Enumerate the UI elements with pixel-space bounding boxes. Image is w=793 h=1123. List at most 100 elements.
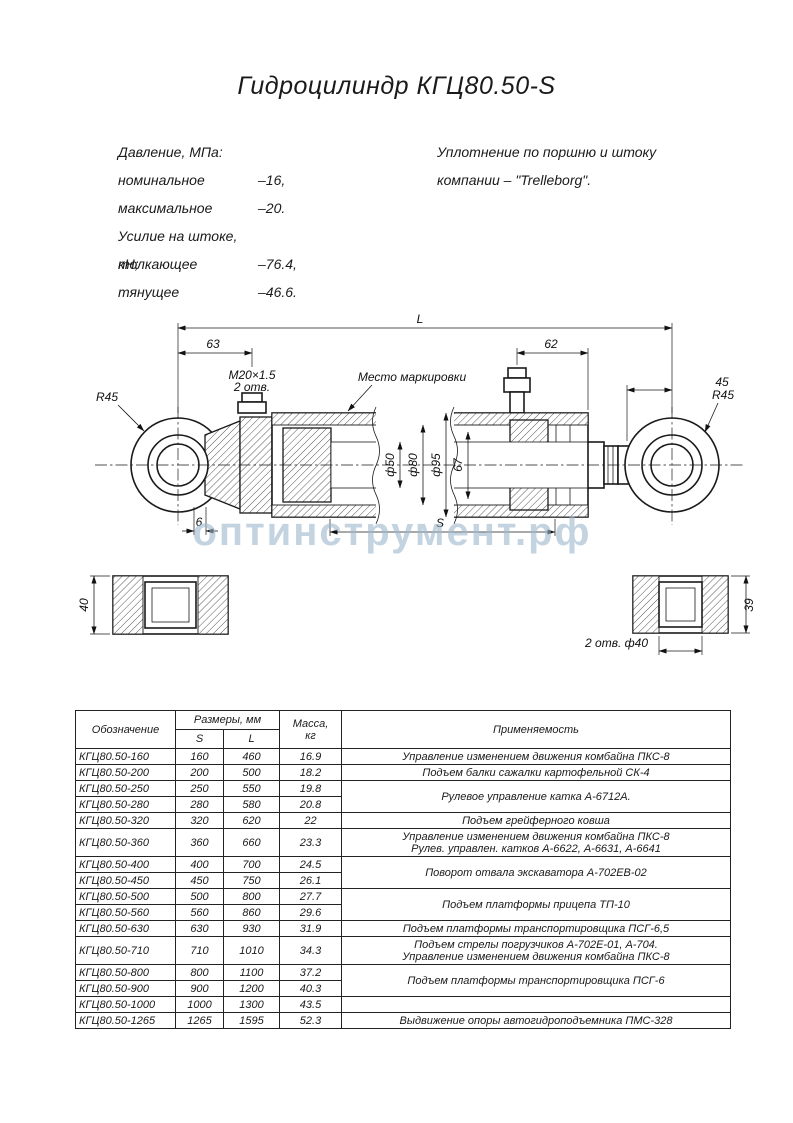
seal-note-line: Уплотнение по поршню и штоку — [437, 144, 657, 160]
thread-holes-label: 2 отв. — [233, 380, 270, 394]
spec-row: Давление, МПа: — [118, 138, 358, 166]
dim-l-cell: 500 — [223, 764, 280, 781]
dim-l-cell: 800 — [223, 888, 280, 905]
designation-cell: КГЦ80.50-450 — [75, 872, 176, 889]
thread-label: M20×1.5 — [228, 368, 275, 382]
designation-cell: КГЦ80.50-1265 — [75, 1012, 176, 1029]
mass-cell: 52.3 — [279, 1012, 342, 1029]
break-lines — [372, 406, 458, 524]
technical-drawing: L 63 62 45 M20×1.5 2 отв. Место маркиров… — [0, 295, 793, 695]
application-cell: Выдвижение опоры автогидроподъемника ПМС… — [341, 1012, 731, 1029]
application-cell: Управление изменением движения комбайна … — [341, 828, 731, 857]
application-cell: Подъем стрелы погрузчиков А-702Е-01, А-7… — [341, 936, 731, 965]
dim-s-cell: 320 — [175, 812, 224, 829]
right-eye-section: 39 2 отв. ф40 — [584, 575, 756, 655]
dim-weld: 6 — [196, 515, 203, 529]
dim-s-cell: 250 — [175, 780, 224, 797]
spec-label: номинальное — [118, 172, 205, 188]
centerlines — [95, 407, 745, 525]
application-cell: Подъем платформы прицепа ТП-10 — [341, 888, 731, 921]
designation-cell: КГЦ80.50-800 — [75, 964, 176, 981]
spec-label: Усилие на штоке, кН; — [118, 228, 238, 272]
dim-l-cell: 1595 — [223, 1012, 280, 1029]
dim-l-cell: 580 — [223, 796, 280, 813]
application-cell: Подъем балки сажалки картофельной СК-4 — [341, 764, 731, 781]
mass-cell: 20.8 — [279, 796, 342, 813]
spec-value: –76.4, — [258, 256, 297, 272]
application-cell: Управление изменением движения комбайна … — [341, 748, 731, 765]
radius-left-label: R45 — [96, 390, 118, 404]
header-l: L — [223, 729, 280, 749]
designation-cell: КГЦ80.50-630 — [75, 920, 176, 937]
application-cell: Рулевое управление катка А-6712А. — [341, 780, 731, 813]
spec-row: номинальное –16, — [118, 166, 358, 194]
dim-eye-thickness-left: 40 — [77, 598, 91, 612]
dim-rod-diameter: ф50 — [383, 453, 397, 477]
application-cell: Подъем платформы транспортировщика ПСГ-6 — [341, 964, 731, 997]
mass-cell: 31.9 — [279, 920, 342, 937]
designation-cell: КГЦ80.50-400 — [75, 856, 176, 873]
dim-s-cell: 400 — [175, 856, 224, 873]
spec-row: тянущее –46.6. — [118, 278, 358, 306]
applicability-table: Обозначение Размеры, мм Масса, кг Примен… — [75, 710, 731, 1029]
header-designation: Обозначение — [75, 710, 176, 749]
dim-right-port-offset: 62 — [544, 337, 558, 351]
dim-s-cell: 280 — [175, 796, 224, 813]
dim-eye-thickness-right: 39 — [742, 598, 756, 612]
mass-cell: 37.2 — [279, 964, 342, 981]
seal-note: Уплотнение по поршню и штоку компании – … — [437, 138, 677, 194]
dim-s-cell: 800 — [175, 964, 224, 981]
mass-cell: 26.1 — [279, 872, 342, 889]
designation-cell: КГЦ80.50-710 — [75, 936, 176, 965]
designation-cell: КГЦ80.50-560 — [75, 904, 176, 921]
dim-l-cell: 1200 — [223, 980, 280, 997]
spec-label: тянущее — [118, 284, 180, 300]
dim-s-cell: 200 — [175, 764, 224, 781]
header-mass-line: кг — [305, 729, 316, 742]
dim-tube-diameter: ф95 — [429, 453, 443, 477]
mass-cell: 27.7 — [279, 888, 342, 905]
spec-label: максимальное — [118, 200, 213, 216]
designation-cell: КГЦ80.50-1000 — [75, 996, 176, 1013]
spec-label: Давление, МПа: — [118, 144, 223, 160]
mass-cell: 40.3 — [279, 980, 342, 997]
spec-row: максимальное –20. — [118, 194, 358, 222]
application-cell — [341, 996, 731, 1013]
right-port-fitting — [503, 367, 531, 414]
dim-eye-width: 45 — [715, 375, 729, 389]
dimensions: L 63 62 45 M20×1.5 2 отв. Место маркиров… — [96, 312, 734, 536]
designation-cell: КГЦ80.50-320 — [75, 812, 176, 829]
dim-l-cell: 1100 — [223, 964, 280, 981]
designation-cell: КГЦ80.50-360 — [75, 828, 176, 857]
spec-value: –46.6. — [258, 284, 297, 300]
dim-overall-length: L — [417, 312, 424, 326]
dim-l-cell: 1300 — [223, 996, 280, 1013]
dim-spigot: 67 — [451, 457, 465, 472]
designation-cell: КГЦ80.50-200 — [75, 764, 176, 781]
dim-s-cell: 360 — [175, 828, 224, 857]
dim-s-cell: 500 — [175, 888, 224, 905]
spec-row: Усилие на штоке, кН; — [118, 222, 358, 272]
spec-value — [258, 138, 348, 166]
dim-left-port-offset: 63 — [206, 337, 220, 351]
mass-cell: 29.6 — [279, 904, 342, 921]
dim-eye-bore: 2 отв. ф40 — [584, 636, 648, 650]
header-application: Применяемость — [341, 710, 731, 749]
spec-value: –20. — [258, 200, 286, 216]
dim-s-cell: 450 — [175, 872, 224, 889]
dim-l-cell: 750 — [223, 872, 280, 889]
designation-cell: КГЦ80.50-250 — [75, 780, 176, 797]
dim-s-cell: 630 — [175, 920, 224, 937]
dim-s-cell: 560 — [175, 904, 224, 921]
dim-s-cell: 900 — [175, 980, 224, 997]
application-cell: Подъем платформы транспортировщика ПСГ-6… — [341, 920, 731, 937]
table-header-row: S L — [76, 729, 731, 749]
